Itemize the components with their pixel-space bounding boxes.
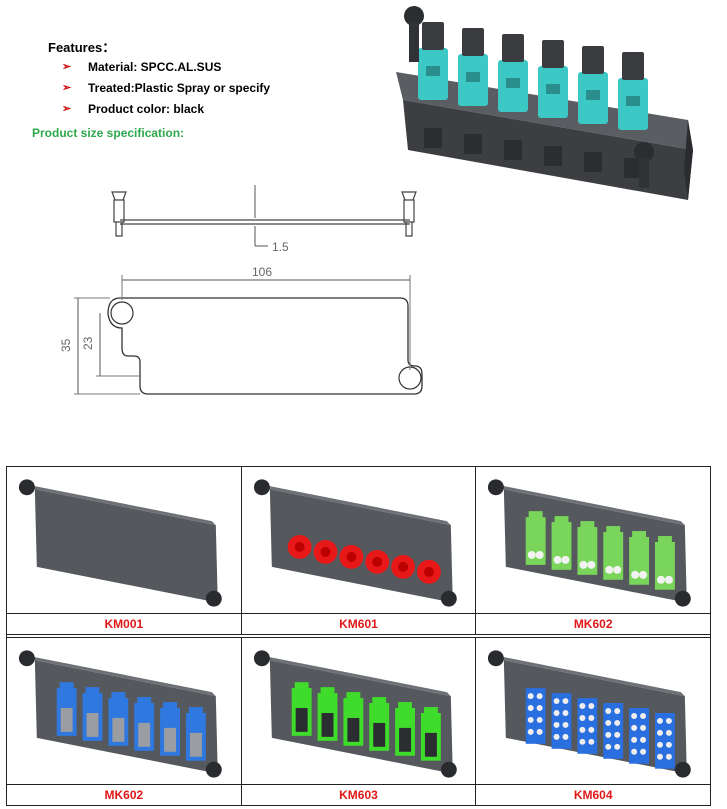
product-image-km604: [475, 637, 711, 785]
feature-item: ➢ Material: SPCC.AL.SUS: [62, 56, 270, 77]
product-code: KM603: [240, 784, 477, 806]
feature-label: Product color: black: [88, 101, 205, 116]
product-image-mk602-blue: [6, 637, 242, 785]
sc-adapter-panel-image: [18, 650, 222, 778]
product-image-km601: [240, 466, 477, 614]
product-grid: KM001 KM601 MK602 MK602 KM603 KM604: [6, 466, 711, 806]
feature-label: Treated:Plastic Spray or specify: [88, 80, 271, 95]
size-spec-title: Product size specification:: [32, 126, 185, 140]
sc-green-adapter-panel-image: [253, 650, 457, 778]
arrow-icon: ➢: [62, 103, 72, 115]
feature-item: ➢ Treated:Plastic Spray or specify: [62, 77, 270, 98]
features-title: Features：: [48, 40, 116, 55]
product-code: KM604: [475, 784, 711, 806]
arrow-icon: ➢: [62, 82, 72, 94]
fc-adapter-panel-image: [253, 479, 457, 607]
blank-panel-image: [18, 479, 222, 607]
product-image-km603: [240, 637, 477, 785]
hero-product-image: [396, 6, 693, 200]
product-image-mk602: [475, 466, 711, 614]
lc-adapter-panel-image: [488, 479, 692, 607]
dimension-drawing: 1.5 106 35 23: [59, 185, 423, 395]
product-code: MK602: [475, 613, 711, 635]
height-dimension: 35: [59, 338, 73, 352]
product-code: MK602: [6, 784, 242, 806]
feature-item: ➢ Product color: black: [62, 98, 270, 119]
feature-list: ➢ Material: SPCC.AL.SUS ➢ Treated:Plastic …: [62, 56, 270, 119]
product-code: KM001: [6, 613, 242, 635]
inner-height-dimension: 23: [81, 336, 95, 350]
feature-label: Material: SPCC.AL.SUS: [88, 59, 222, 74]
product-code: KM601: [240, 613, 477, 635]
thickness-dimension: 1.5: [272, 240, 289, 254]
arrow-icon: ➢: [62, 61, 72, 73]
lc-quad-adapter-panel-image: [488, 650, 692, 778]
product-image-km001: [6, 466, 242, 614]
width-dimension: 106: [252, 265, 272, 279]
